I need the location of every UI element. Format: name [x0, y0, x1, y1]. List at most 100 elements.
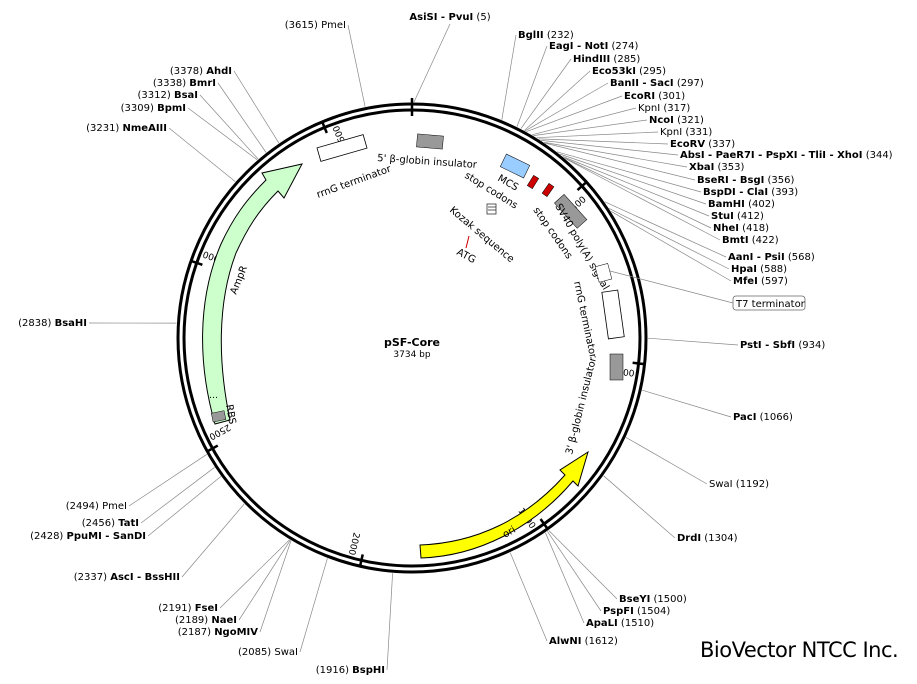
site-position: (356) — [764, 175, 794, 186]
sites-layer: AsiSI - PvuI (5)BglII (232)EagI - NotI (… — [18, 12, 893, 676]
kozak-marker — [486, 203, 497, 215]
site-enzyme: AlwNI — [549, 636, 582, 647]
site-enzyme: NmeAIII — [123, 123, 167, 134]
site-label: BglII (232) — [518, 30, 574, 41]
site-position: (3378) — [170, 66, 206, 77]
site-position: (337) — [705, 139, 735, 150]
site-leader — [524, 82, 609, 132]
site-leader — [299, 558, 328, 653]
plasmid-name: pSF-Core — [384, 336, 440, 349]
site-leader — [238, 540, 291, 621]
site-leader — [147, 476, 222, 537]
globin3-label: 3' β-globin insulator — [564, 355, 599, 455]
site-label: (2187) NgoMIV — [178, 627, 259, 638]
site-leader — [545, 142, 696, 181]
site-position: (3312) — [138, 90, 174, 101]
site-label: (3312) BsaI — [138, 90, 198, 101]
site-leader — [524, 70, 591, 131]
site-label: BspDI - ClaI (393) — [703, 187, 798, 198]
site-position: (321) — [674, 115, 704, 126]
site-enzyme: FseI — [195, 603, 218, 614]
site-leader — [199, 94, 259, 160]
rrng-right-label: rrnG terminator — [571, 280, 598, 360]
site-enzyme: EcoRI — [624, 91, 655, 102]
site-position: (2189) — [175, 615, 211, 626]
site-position: (274) — [608, 41, 638, 52]
site-position: (1510) — [618, 618, 655, 629]
site-enzyme: AbsI - PaeR7I - PspXI - TliI - XhoI — [680, 150, 863, 161]
site-leader — [545, 532, 585, 624]
site-position: (422) — [749, 235, 779, 246]
site-label: EagI - NotI (274) — [549, 41, 638, 52]
scale-tick — [539, 518, 549, 530]
site-position: (418) — [739, 223, 769, 234]
rrng-terminator-right — [601, 289, 625, 340]
site-position: (3231) — [86, 123, 122, 134]
site-enzyme: PpuMI - SanDI — [67, 531, 146, 542]
site-position: (2191) — [158, 603, 194, 614]
globin3-insulator — [609, 353, 624, 381]
site-label: ApaLI (1510) — [586, 618, 654, 629]
site-enzyme: NheI — [713, 223, 739, 234]
site-enzyme: NcoI — [649, 115, 674, 126]
site-leader — [219, 539, 290, 609]
site-leader — [128, 454, 207, 507]
site-enzyme: XbaI — [689, 162, 714, 173]
site-label: EcoRV (337) — [670, 139, 735, 150]
site-leader — [533, 119, 648, 136]
site-leader — [259, 540, 292, 633]
site-leader — [562, 156, 710, 217]
site-leader — [603, 475, 676, 539]
site-enzyme: AscI - BssHII — [110, 572, 180, 583]
scale-tick — [321, 121, 328, 134]
site-leader — [611, 211, 732, 282]
scale-tick — [206, 444, 219, 453]
site-enzyme: BpmI — [157, 103, 186, 114]
site-leader — [642, 389, 732, 418]
site-position: (597) — [758, 276, 788, 287]
site-position: (317) — [660, 103, 690, 114]
site-enzyme: PacI — [733, 412, 756, 423]
site-enzyme: StuI — [711, 211, 734, 222]
globin5-label: 5' β-globin insulator — [377, 153, 478, 171]
rbs-label: RBS — [223, 404, 237, 426]
site-enzyme: BspHI — [352, 665, 385, 676]
site-label: (2456) TatI — [82, 518, 139, 529]
site-leader — [526, 95, 623, 132]
site-leader — [509, 552, 548, 642]
site-label: (2337) AscI - BssHII — [74, 572, 180, 583]
site-label: (2189) NaeI — [175, 615, 237, 626]
site-leader — [547, 531, 602, 612]
site-enzyme: EcoRV — [670, 139, 705, 150]
scale-tick — [190, 259, 203, 267]
scale-tick-label: 2000 — [346, 531, 361, 556]
site-position: (412) — [734, 211, 764, 222]
rbs-dots: … — [209, 391, 218, 401]
site-position: (285) — [610, 54, 640, 65]
site-enzyme: TatI — [118, 518, 139, 529]
site-label: HpaI (588) — [731, 264, 787, 275]
site-position: (331) — [682, 127, 712, 138]
ampr-label: AmpR — [229, 264, 250, 296]
scale-tick — [358, 554, 364, 567]
atg-marker — [465, 235, 470, 249]
scale-tick — [632, 361, 645, 366]
site-label: XbaI (353) — [689, 162, 745, 173]
site-leader — [181, 503, 245, 578]
site-label: (2494) PmeI — [66, 501, 127, 512]
site-enzyme: PmeI — [321, 20, 346, 31]
site-enzyme: SwaI — [274, 647, 298, 658]
site-leader — [233, 70, 280, 144]
site-enzyme: DrdI — [677, 533, 701, 544]
site-position: (934) — [795, 340, 825, 351]
site-label: BmtI (422) — [722, 235, 779, 246]
site-leader — [217, 82, 267, 153]
site-leader — [538, 138, 669, 145]
site-enzyme: KpnI — [660, 127, 682, 138]
site-enzyme: AanI - PsiI — [728, 252, 785, 263]
site-label: (3309) BpmI — [121, 103, 186, 114]
site-leader — [604, 201, 727, 258]
rbs-box — [211, 410, 227, 423]
stop-codons-2 — [541, 183, 555, 197]
